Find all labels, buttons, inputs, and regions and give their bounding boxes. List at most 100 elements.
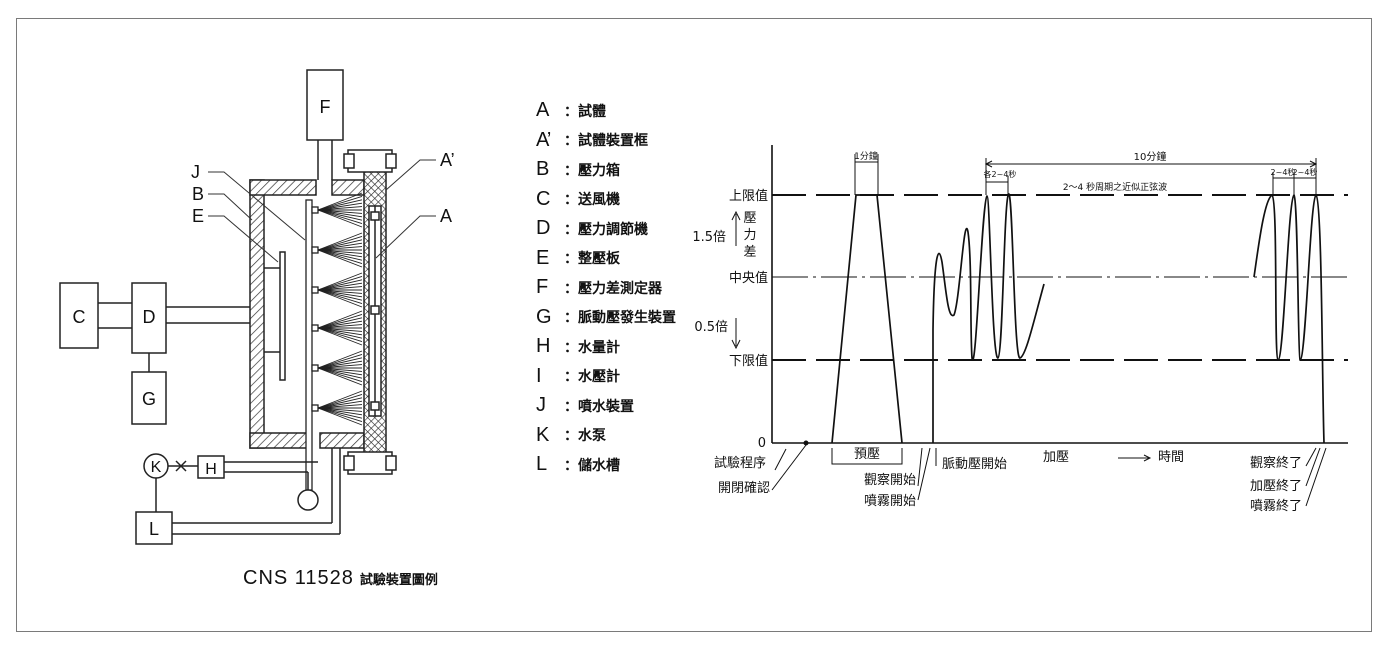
level-middle: 中央值 [729,270,768,286]
legend-desc: ：壓力調節機 [564,221,648,238]
legend-row: G ：脈動壓發生裝置 [536,303,706,333]
legend-row: K ：水泵 [536,421,706,451]
pressure-gauge-F [306,69,344,180]
label-L: L [149,519,159,539]
label-C: C [73,307,86,327]
rectifier-plate-E [264,251,286,381]
label-B: B [192,184,204,204]
label-G: G [142,389,156,409]
step-test-procedure: 試驗程序 [714,455,766,471]
label-A-prime: A’ [440,150,455,170]
air-duct [59,282,250,425]
pulse-start-waveform [932,193,1045,443]
apparatus-caption: CNS 11528 試驗裝置圖例 [243,567,438,590]
end-period-2: 2~4秒 [1293,167,1318,177]
end-period-1: 2~4秒 [1271,167,1296,177]
legend-key: I [536,364,542,387]
legend-key: D [536,217,550,240]
spray-nozzle [311,350,363,386]
level-lower: 下限值 [729,353,768,369]
legend-key: F [536,276,548,299]
pressurize-label: 加壓 [1043,450,1069,465]
legend-desc: ：試體裝置框 [564,133,648,150]
legend-desc: ：水量計 [564,339,620,356]
legend-row: B ：壓力箱 [536,155,706,185]
final-waveform [1253,193,1325,444]
pressure-waveform [831,193,1325,444]
legend-key: H [536,335,550,358]
label-F: F [320,97,331,117]
step-observe-end: 觀察終了 [1250,455,1302,471]
legend-row: C ：送風機 [536,185,706,215]
factor-lower: 0.5倍 [694,320,728,335]
legend-key: A [536,99,549,122]
legend-key: L [536,453,547,476]
water-circuit [135,448,341,545]
sine-note: 2～4 秒周期之近似正弦波 [1063,181,1167,193]
legend-list: A ：試體 A’ ：試體裝置框 B ：壓力箱 C ：送風機 D ：壓力調節機 E ：整壓板 F ：壓力差測… [536,96,706,480]
step-open-close-check: 開閉確認 [718,480,770,496]
legend-desc: ：壓力箱 [564,162,620,179]
step-spray-end: 噴霧終了 [1250,498,1302,514]
legend-desc: ：整壓板 [564,251,620,268]
legend-row: E ：整壓板 [536,244,706,274]
legend-row: J：噴水裝置 [536,391,706,421]
legend-key: K [536,423,549,446]
spray-nozzle [311,272,363,308]
legend-desc: ：水壓計 [564,369,620,386]
legend-desc: ：試體 [564,103,606,120]
legend-row: A ：試體 [536,96,706,126]
label-K: K [151,459,162,476]
spray-nozzle [311,310,363,346]
legend-desc: ：儲水槽 [564,457,620,474]
legend-desc: ：脈動壓發生裝置 [564,310,676,327]
legend-desc: ：水泵 [564,428,606,445]
legend-desc: ：送風機 [564,192,620,209]
label-J: J [191,162,200,182]
label-H: H [205,461,217,478]
legend-key: E [536,246,549,269]
legend-desc: ：壓力差測定器 [564,280,662,297]
step-spray-start: 噴霧開始 [864,494,916,509]
spray-nozzle [311,192,363,228]
axes [771,145,1348,444]
legend-key: C [536,187,550,210]
spray-manifold-J [305,192,363,491]
level-zero: 0 [758,436,766,451]
figure-frame [16,18,1372,632]
label-E: E [192,206,204,226]
step-pressurize-end: 加壓終了 [1250,478,1302,494]
one-minute-label: 1分鐘 [854,150,878,162]
caption-title: 試驗裝置圖例 [359,573,438,588]
step-arrows [771,440,1327,507]
legend-row: L ：儲水槽 [536,450,706,480]
legend-row: H ：水量計 [536,332,706,362]
label-A: A [440,206,452,226]
leader-lines [208,159,436,263]
spray-nozzle [311,390,363,426]
legend-key: B [536,158,549,181]
pressure-diff-char-2: 力 [743,228,756,243]
label-D: D [143,307,156,327]
level-upper: 上限值 [729,188,768,204]
pressure-diff-annotation: 1.5倍 壓 力 差 0.5倍 [692,210,757,350]
caption-standard: CNS 11528 [243,567,354,589]
legend-row: I ：水壓計 [536,362,706,392]
step-pulse-start: 脈動壓開始 [942,457,1007,472]
legend-row: A’ ：試體裝置框 [536,126,706,156]
pressure-diff-char-1: 壓 [743,211,756,226]
legend-row: F ：壓力差測定器 [536,273,706,303]
each-period-label: 各2~4秒 [984,169,1017,179]
legend-key: G [536,305,552,328]
legend-key: A’ [536,128,551,151]
duration-markers [854,154,1318,195]
spray-nozzle [311,232,363,268]
factor-upper: 1.5倍 [692,230,726,245]
legend-desc: ：噴水裝置 [564,398,634,415]
legend-row: D ：壓力調節機 [536,214,706,244]
step-prepressure: 預壓 [854,447,880,462]
pressure-diff-char-3: 差 [743,245,756,260]
time-label: 時間 [1158,450,1184,465]
